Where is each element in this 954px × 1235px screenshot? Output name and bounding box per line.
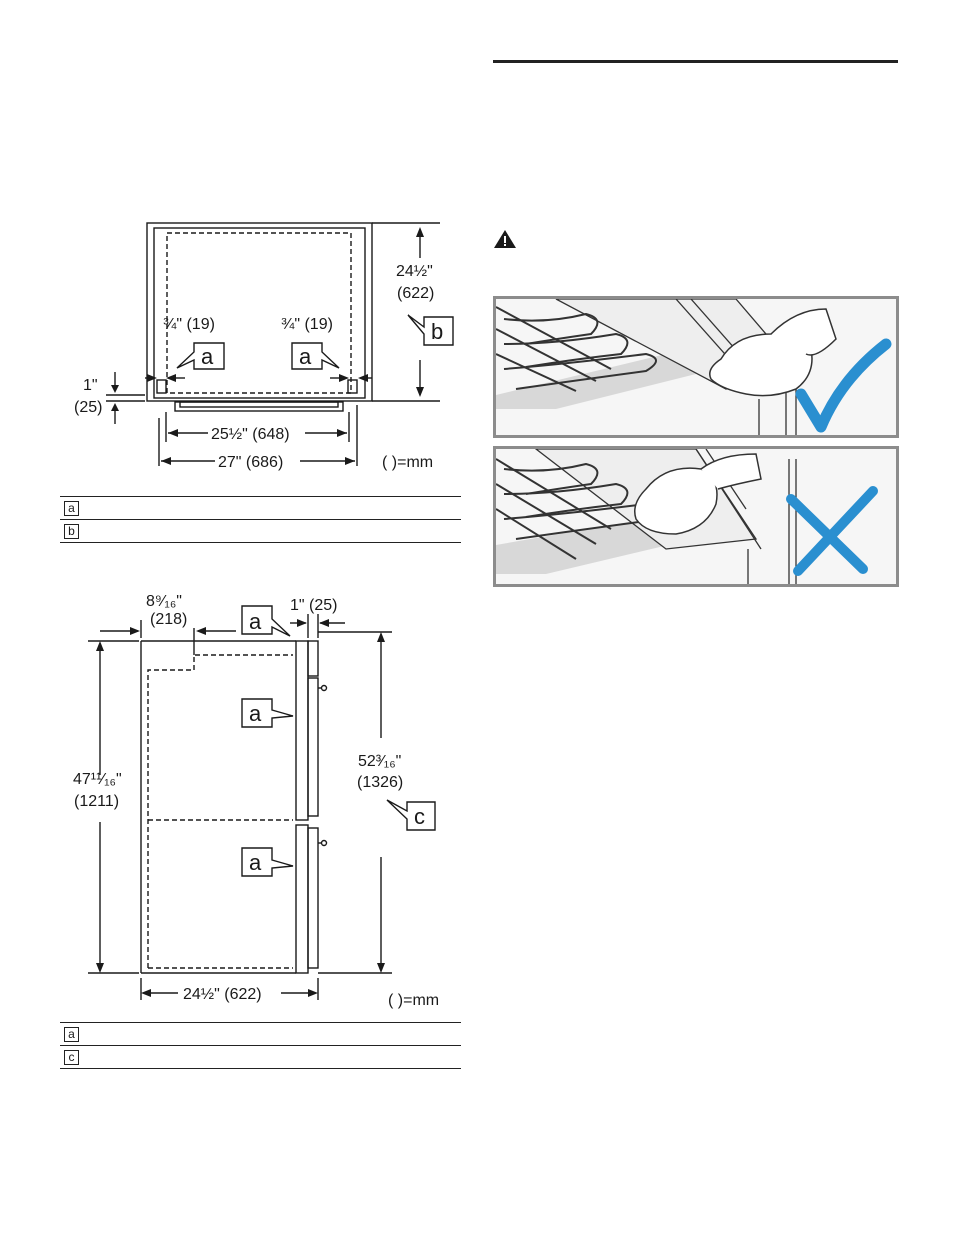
callout-a-right: a: [291, 342, 340, 370]
svg-text:a: a: [249, 609, 262, 634]
svg-text:25½" (648): 25½" (648): [211, 426, 290, 443]
callout-b: b: [407, 314, 454, 346]
legend-table-top: a b: [60, 496, 461, 543]
incorrect-handling-illustration: [493, 446, 899, 587]
svg-text:(218): (218): [150, 611, 187, 628]
svg-text:47¹¹⁄₁₆": 47¹¹⁄₁₆": [73, 771, 122, 788]
legend-row-b: b: [60, 520, 461, 543]
svg-text:(1326): (1326): [357, 774, 403, 791]
svg-text:a: a: [299, 344, 312, 369]
svg-text:(25): (25): [74, 399, 102, 416]
svg-text:( )=mm: ( )=mm: [382, 454, 433, 471]
legend-key-a: a: [64, 501, 79, 516]
svg-text:¾" (19): ¾" (19): [163, 316, 215, 333]
svg-text:( )=mm: ( )=mm: [388, 992, 439, 1009]
cross-icon: [786, 486, 878, 576]
svg-text:1" (25): 1" (25): [290, 597, 337, 614]
top-view-diagram: a a b 24½" (622) ¾" (19) ¾" (19) 1" (25)…: [74, 222, 454, 471]
callout-c: c: [386, 799, 436, 831]
svg-text:a: a: [249, 850, 262, 875]
warning-triangle-icon: [494, 230, 516, 248]
top-cabinet-outline: [146, 222, 373, 402]
svg-text:24½": 24½": [396, 263, 433, 280]
section-rule: [493, 60, 898, 63]
callout-a-bottom: a: [241, 847, 294, 877]
svg-text:52³⁄₁₆": 52³⁄₁₆": [358, 753, 401, 770]
callout-a-middle: a: [241, 698, 294, 728]
correct-handling-illustration: [493, 296, 899, 438]
incorrect-handling-drawing: [496, 449, 896, 584]
svg-text:a: a: [249, 701, 262, 726]
svg-text:(1211): (1211): [74, 793, 119, 810]
legend-key-c: c: [64, 1050, 79, 1065]
checkmark-icon: [795, 338, 892, 433]
legend-key-b: b: [64, 524, 79, 539]
legend-key-a-side: a: [64, 1027, 79, 1042]
legend-row-c: c: [60, 1046, 461, 1069]
svg-text:c: c: [414, 804, 425, 829]
svg-text:b: b: [431, 319, 443, 344]
callout-a-top: a: [241, 605, 291, 637]
svg-text:8⁹⁄₁₆": 8⁹⁄₁₆": [146, 593, 182, 610]
svg-text:27" (686): 27" (686): [218, 454, 283, 471]
legend-row-a-side: a: [60, 1022, 461, 1046]
callout-a-left: a: [176, 342, 225, 370]
side-view-diagram: a a a c 8⁹⁄₁₆" (218) 1" (25) 47¹¹⁄₁₆" (1…: [73, 593, 439, 1009]
legend-table-side: a c: [60, 1022, 461, 1069]
legend-row-a: a: [60, 496, 461, 520]
correct-handling-drawing: [496, 299, 896, 435]
svg-text:a: a: [201, 344, 214, 369]
svg-text:¾" (19): ¾" (19): [281, 316, 333, 333]
svg-text:1": 1": [83, 377, 98, 394]
svg-text:24½" (622): 24½" (622): [183, 986, 262, 1003]
svg-text:(622): (622): [397, 285, 434, 302]
